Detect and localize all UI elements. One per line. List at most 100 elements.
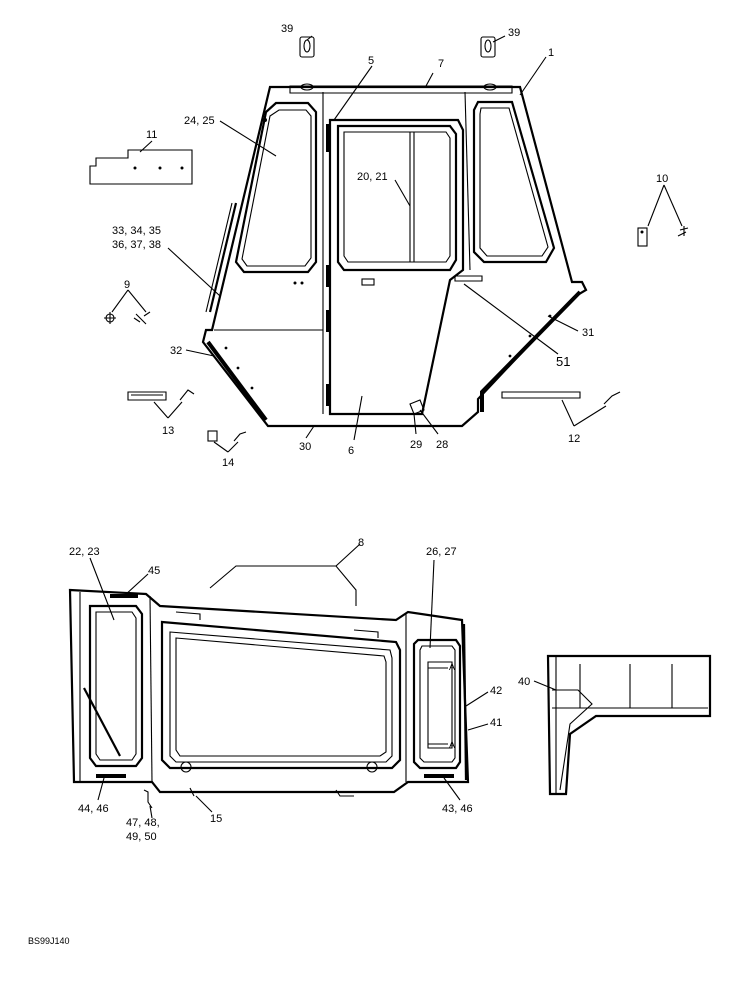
- door-latch-plate: [361, 278, 375, 286]
- screw-part-10: [677, 226, 689, 237]
- callout-44-46: 44, 46: [78, 803, 109, 815]
- callout-11: 11: [146, 129, 157, 141]
- door-window-frame: [336, 124, 458, 272]
- hinge-middle: [326, 265, 331, 287]
- rear-hood-top: [209, 565, 357, 606]
- callout-26-27: 26, 27: [426, 546, 457, 558]
- callout-36-38: 36, 37, 38: [112, 239, 161, 251]
- hinge-top: [326, 124, 331, 152]
- callout-24-25: 24, 25: [184, 115, 215, 127]
- drawing-code: BS99J140: [28, 936, 70, 946]
- side-panel-outline: [546, 654, 712, 796]
- rear-main-window-glass: [175, 637, 387, 757]
- roof-tab-left: [175, 611, 201, 620]
- lower-cab-assembly: [68, 565, 470, 809]
- callout-51: 51: [556, 354, 570, 369]
- callout-28: 28: [436, 439, 448, 451]
- screw-part-13: [179, 389, 195, 401]
- callout-6: 6: [348, 445, 354, 457]
- step-bracket-part-13: [127, 391, 167, 401]
- callout-43-46: 43, 46: [442, 803, 473, 815]
- rivet: [180, 166, 184, 170]
- fastener-part-9b: [133, 311, 151, 325]
- sliding-panel: [427, 661, 453, 749]
- roof-bracket-right: [480, 36, 496, 58]
- callout-1: 1: [548, 47, 554, 59]
- rivet: [158, 166, 162, 170]
- hinge-lower: [326, 310, 331, 332]
- screw-part-14: [233, 431, 247, 442]
- rear-left-window-frame: [88, 604, 144, 768]
- washer-nozzle: [143, 789, 153, 809]
- callout-41: 41: [490, 717, 502, 729]
- callout-31: 31: [582, 327, 594, 339]
- callout-8: 8: [358, 537, 364, 549]
- callout-32: 32: [170, 345, 182, 357]
- rivet: [300, 281, 304, 285]
- side-panel-inner: [552, 689, 593, 791]
- rivet: [263, 118, 267, 122]
- callout-45: 45: [148, 565, 160, 577]
- right-window-frame: [472, 100, 556, 264]
- right-corner-trim: [480, 290, 582, 412]
- leader-lines: [89, 35, 683, 819]
- callout-49-50: 49, 50: [126, 831, 157, 843]
- rivet: [508, 354, 512, 358]
- left-window-frame: [234, 101, 318, 274]
- rivet: [293, 281, 297, 285]
- fastener-head: [105, 313, 115, 323]
- door-window-glass: [343, 131, 451, 263]
- callout-5: 5: [368, 55, 374, 67]
- cab-door: [328, 118, 465, 416]
- bottom-hook: [335, 789, 354, 797]
- callout-7: 7: [438, 58, 444, 70]
- right-window-glass: [479, 107, 549, 257]
- rivet: [528, 334, 532, 338]
- left-pillar-trim-strip-edge: [205, 202, 233, 313]
- left-panel-seam: [149, 595, 153, 783]
- callout-47-48: 47, 48,: [126, 817, 160, 829]
- rear-right-window-glass: [419, 645, 456, 763]
- bracket-part-11: [89, 149, 193, 185]
- left-window-glass: [241, 109, 312, 267]
- rear-main-window-frame: [160, 620, 402, 770]
- window-bar-left: [83, 687, 121, 757]
- callout-33-35: 33, 34, 35: [112, 225, 161, 237]
- callout-labels: 39 39 7 5 1 11 24, 25 20, 21 10 33, 34, …: [28, 23, 668, 946]
- callout-30: 30: [299, 441, 311, 453]
- callout-10: 10: [656, 173, 668, 185]
- callout-22-23: 22, 23: [69, 546, 100, 558]
- side-panel-part-40: [546, 654, 712, 796]
- door-handle: [454, 275, 483, 282]
- rivet: [133, 166, 137, 170]
- callout-15: 15: [210, 813, 222, 825]
- callout-29: 29: [410, 439, 422, 451]
- hinge-bottom: [326, 384, 331, 406]
- latch-plate-part-10: [637, 227, 648, 247]
- clip-part-14: [207, 430, 218, 442]
- callout-12: 12: [568, 433, 580, 445]
- rivet: [640, 230, 644, 234]
- arrow-mark-a-bottom: A: [449, 740, 455, 750]
- rivet: [250, 386, 254, 390]
- left-corner-trim: [206, 340, 268, 422]
- callout-9: 9: [124, 279, 130, 291]
- callout-39-right: 39: [508, 27, 520, 39]
- rear-left-window-glass: [95, 611, 137, 761]
- arrow-mark-a-top: A: [449, 662, 455, 672]
- rear-right-window-frame: [412, 638, 462, 770]
- callout-13: 13: [162, 425, 174, 437]
- callout-14: 14: [222, 457, 234, 469]
- cab-body-outline: [201, 85, 588, 428]
- roof-tab-right: [353, 629, 379, 638]
- upper-cab-assembly: [201, 83, 588, 428]
- door-pillar-right: [464, 91, 471, 271]
- step-bracket-part-12: [501, 391, 581, 399]
- callout-20-21: 20, 21: [357, 171, 388, 183]
- screw-part-12: [603, 391, 621, 405]
- clip-part-15: [189, 787, 195, 797]
- floor-pad-part: [409, 399, 425, 415]
- callout-39-left: 39: [281, 23, 293, 35]
